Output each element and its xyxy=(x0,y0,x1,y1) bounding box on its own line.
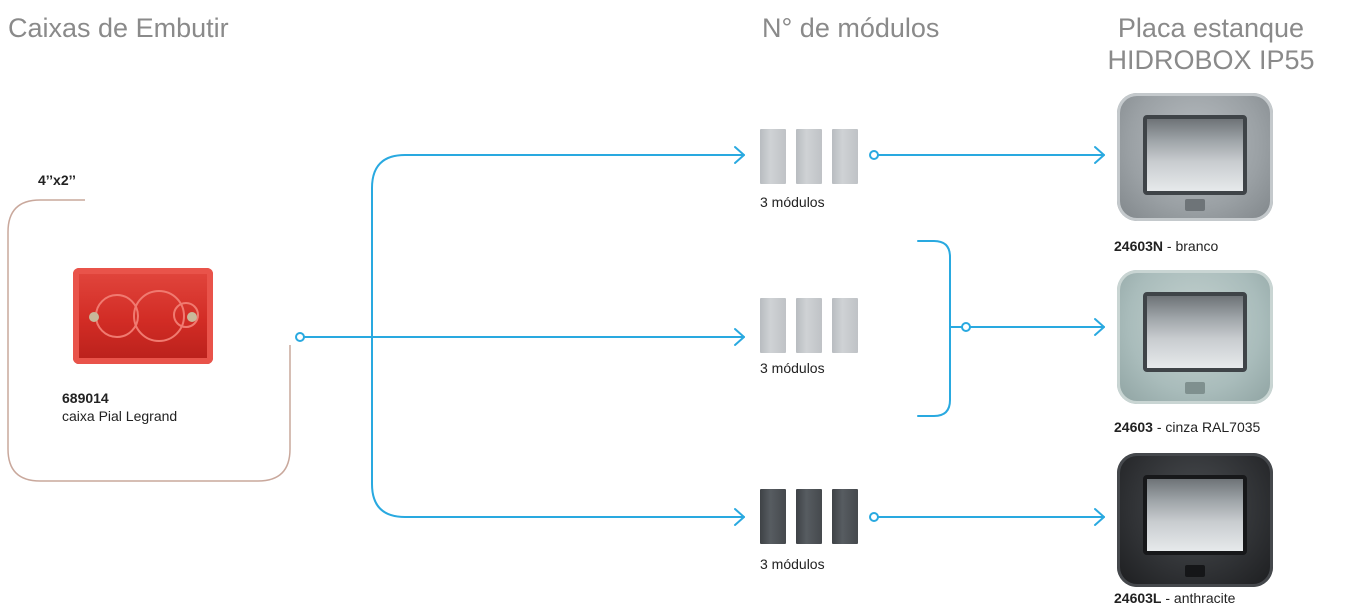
plate-tab xyxy=(1185,382,1205,394)
plate-image-24603 xyxy=(1117,270,1273,404)
plate-caption-2: 24603 - cinza RAL7035 xyxy=(1114,419,1260,437)
module-block xyxy=(832,129,858,184)
embedding-box-image xyxy=(73,268,213,364)
box-outline-bracket xyxy=(7,199,291,482)
connector-branch xyxy=(371,154,745,518)
connector-node-module-1 xyxy=(869,150,879,160)
plate-caption-1: 24603N - branco xyxy=(1114,238,1218,256)
module-block xyxy=(796,298,822,353)
arrowhead-module-1 xyxy=(734,146,745,164)
plate-code-1: 24603N xyxy=(1114,238,1164,254)
module-label-3: 3 módulos xyxy=(760,556,825,572)
plate-window xyxy=(1143,115,1247,195)
plate-description-1: - branco xyxy=(1163,238,1219,254)
plate-tab xyxy=(1185,199,1205,211)
plate-image-24603N xyxy=(1117,93,1273,221)
module-block xyxy=(796,129,822,184)
connector-node-module-3 xyxy=(869,512,879,522)
module-label-1: 3 módulos xyxy=(760,194,825,210)
module-block xyxy=(760,489,786,544)
plate-caption-3: 24603L - anthracite xyxy=(1114,590,1235,608)
column-header-plates-line1: Placa estanque xyxy=(1117,13,1305,43)
plate-tab xyxy=(1185,565,1205,577)
plate-code-2: 24603 xyxy=(1114,419,1153,435)
module-block xyxy=(796,489,822,544)
box-caption: 689014 caixa Pial Legrand xyxy=(62,390,177,425)
box-screw xyxy=(89,312,99,322)
plate-image-24603L xyxy=(1117,453,1273,587)
arrowhead-module-2 xyxy=(734,328,745,346)
connector-node-bracket xyxy=(961,322,971,332)
plate-description-3: - anthracite xyxy=(1161,590,1236,606)
box-description: caixa Pial Legrand xyxy=(62,407,178,424)
connector-bracket xyxy=(917,240,951,417)
column-header-boxes: Caixas de Embutir xyxy=(8,13,229,43)
module-label-2: 3 módulos xyxy=(760,360,825,376)
plate-window xyxy=(1143,475,1247,555)
box-code: 689014 xyxy=(62,390,109,406)
box-screw xyxy=(187,312,197,322)
arrowhead-plate-1 xyxy=(1094,146,1105,164)
column-header-modules: N° de módulos xyxy=(762,13,940,43)
plate-description-2: - cinza RAL7035 xyxy=(1152,419,1261,435)
box-knockout-ring xyxy=(173,302,199,328)
arrowhead-plate-2 xyxy=(1094,318,1105,336)
module-block xyxy=(760,298,786,353)
plate-window xyxy=(1143,292,1247,372)
column-header-plates: Placa estanque HIDROBOX IP55 xyxy=(1091,13,1331,77)
module-block xyxy=(760,129,786,184)
module-block xyxy=(832,298,858,353)
module-block xyxy=(832,489,858,544)
arrowhead-module-3 xyxy=(734,508,745,526)
arrowhead-plate-3 xyxy=(1094,508,1105,526)
column-header-plates-line2: HIDROBOX IP55 xyxy=(1107,44,1315,75)
box-size-label: 4’’x2’’ xyxy=(38,172,76,188)
plate-code-3: 24603L xyxy=(1114,590,1162,606)
connector-node-box xyxy=(295,332,305,342)
